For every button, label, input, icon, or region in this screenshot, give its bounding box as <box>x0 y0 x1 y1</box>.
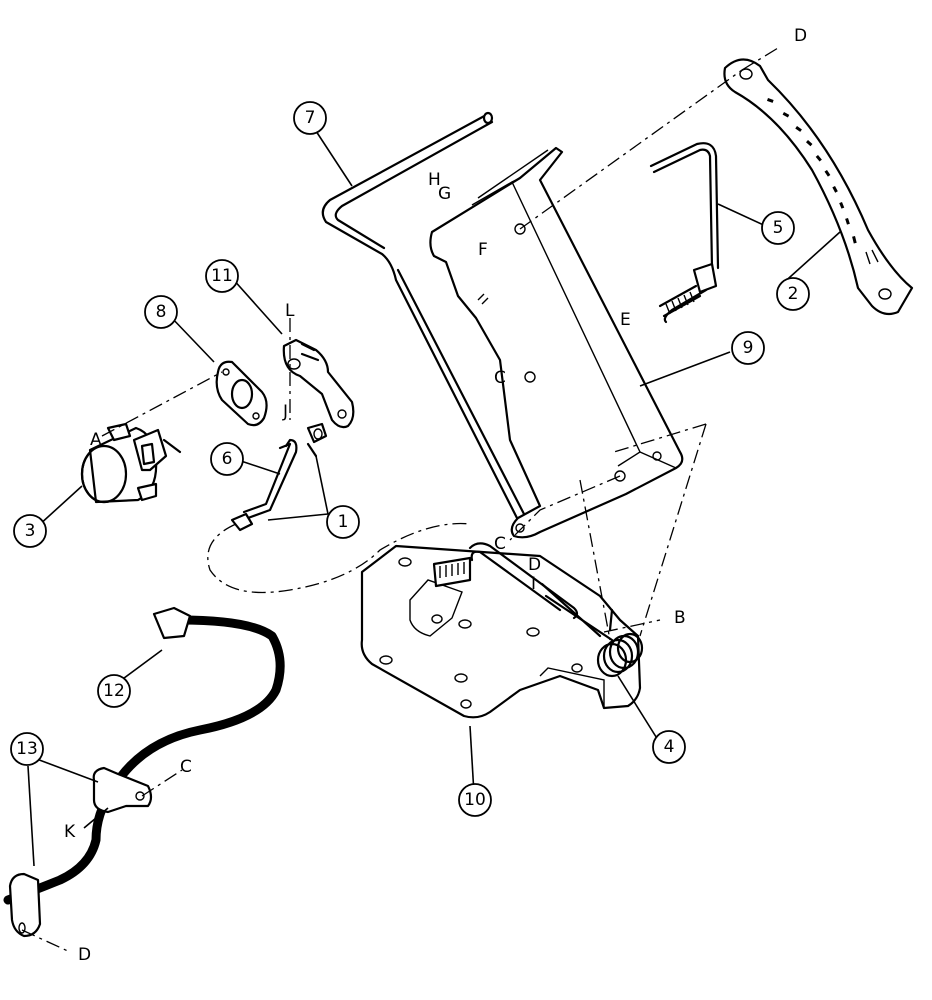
callout-3-label: 3 <box>25 521 36 541</box>
solenoid-part-3 <box>80 422 182 504</box>
gasket-part-8 <box>215 360 268 427</box>
callout-13: 13 <box>10 732 44 766</box>
base-plate-part-10 <box>360 542 642 719</box>
ref-letter-d-spring: D <box>528 555 541 575</box>
callout-10: 10 <box>458 783 492 817</box>
ref-letter-k: K <box>64 822 76 842</box>
callout-2: 2 <box>776 277 810 311</box>
ref-letter-c-bracket-lower: C <box>494 534 506 554</box>
callout-7: 7 <box>293 101 327 135</box>
callout-11-label: 11 <box>211 266 233 286</box>
callout-7-label: 7 <box>305 108 316 128</box>
callout-4: 4 <box>652 730 686 764</box>
callout-9-label: 9 <box>743 338 754 358</box>
callout-1-label: 1 <box>338 512 349 532</box>
ref-letter-i: I <box>531 574 536 594</box>
quadrant-plate-part-2 <box>723 58 914 316</box>
lock-rod-threaded-end <box>658 284 702 318</box>
latch-plate-part-11 <box>282 338 355 429</box>
wiring-harness <box>3 606 285 938</box>
ref-letter-a: A <box>90 430 102 450</box>
ref-letter-f: F <box>478 240 488 260</box>
ref-letter-d-harness: D <box>78 945 91 965</box>
callout-1: 1 <box>326 505 360 539</box>
ref-letter-c-bracket: C <box>494 368 506 388</box>
callout-6-label: 6 <box>222 449 233 469</box>
callout-3: 3 <box>13 514 47 548</box>
ref-letter-b: B <box>674 608 686 628</box>
callout-8-label: 8 <box>156 302 167 322</box>
callout-10-label: 10 <box>464 790 486 810</box>
ref-letter-g: G <box>438 184 451 204</box>
callout-12-label: 12 <box>103 681 125 701</box>
torsion-spring-part-4 <box>540 582 644 678</box>
assembly-center-lines <box>21 47 779 953</box>
lock-rod-part-5 <box>649 142 720 324</box>
callout-12: 12 <box>97 674 131 708</box>
ref-letter-l: L <box>285 301 295 321</box>
callout-11: 11 <box>205 259 239 293</box>
callout-13-label: 13 <box>16 739 38 759</box>
callout-8: 8 <box>144 295 178 329</box>
ref-letter-h: H <box>428 170 441 190</box>
callout-9: 9 <box>731 331 765 365</box>
ref-letter-j: J <box>282 402 288 422</box>
callout-4-label: 4 <box>664 737 675 757</box>
callout-5-label: 5 <box>773 218 784 238</box>
lever-arm-part-7 <box>321 111 526 522</box>
callout-6: 6 <box>210 442 244 476</box>
ref-letter-c-clamp: C <box>180 757 192 777</box>
quadrant-graduation-marks <box>766 98 879 265</box>
callout-5: 5 <box>761 211 795 245</box>
callout-2-label: 2 <box>788 284 799 304</box>
mounting-bracket-part-9 <box>429 146 684 539</box>
clip-part-1 <box>306 422 328 458</box>
ref-letter-d-quadrant: D <box>794 26 807 46</box>
reference-letters: A B C C C D D D E F G H I J K L <box>64 26 807 965</box>
ref-letter-e: E <box>620 310 631 330</box>
